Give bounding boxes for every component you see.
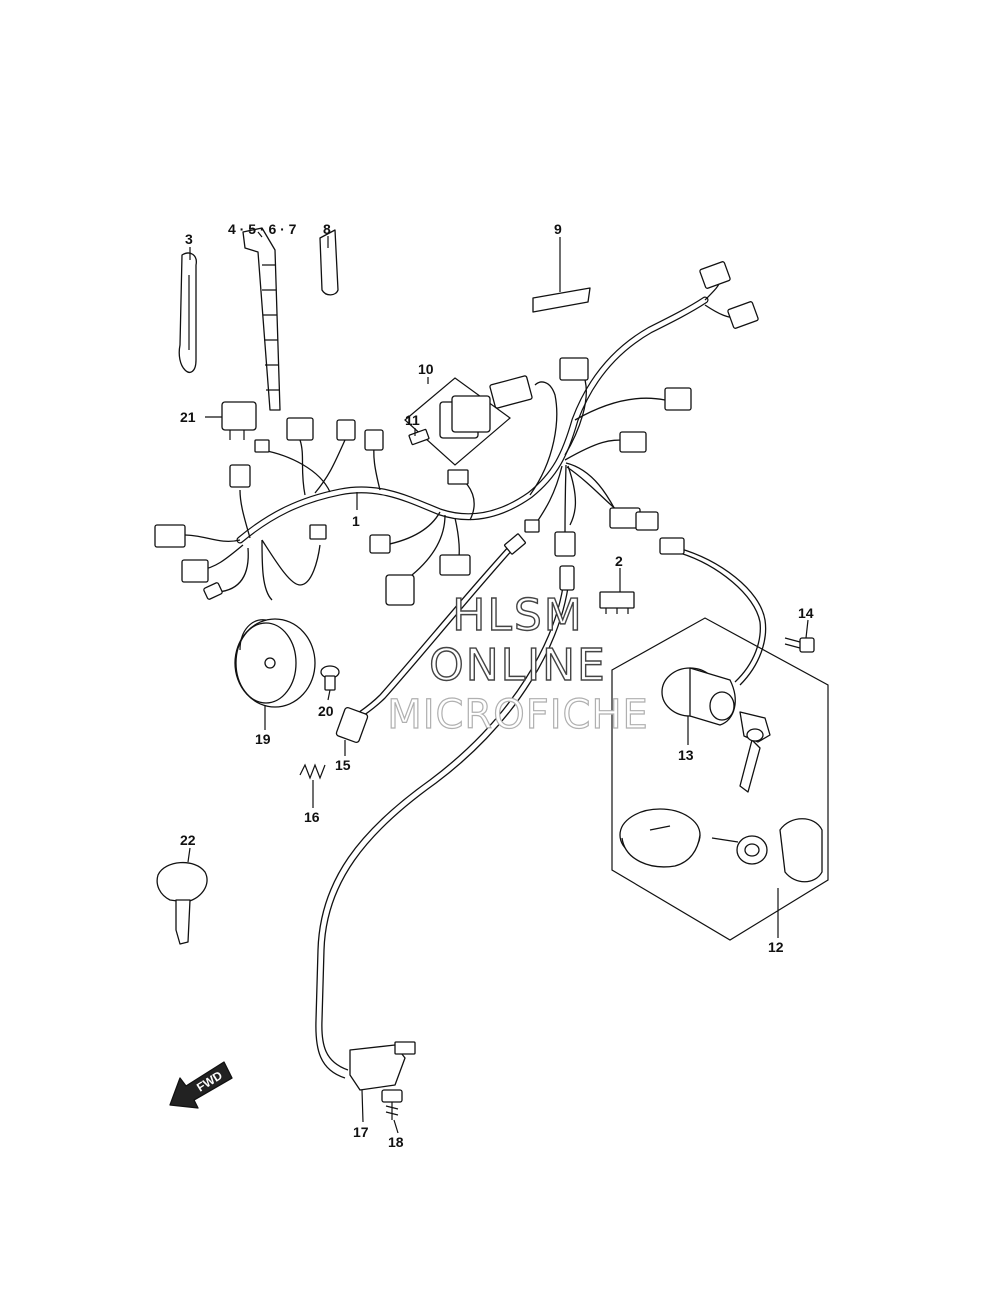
switch-cable: [315, 565, 575, 1079]
part-17-switch: [349, 1041, 416, 1091]
part-14-screw: [784, 637, 815, 653]
part-22-key: [156, 861, 208, 945]
part-20-bolt: [320, 665, 340, 691]
harness-connectors: [154, 261, 759, 606]
part-16-spring: [299, 763, 326, 780]
part-3-strap: [178, 252, 197, 373]
part-19-horn: [234, 618, 316, 708]
callout-16: 16: [304, 809, 320, 825]
callout-22: 22: [180, 832, 196, 848]
callout-18: 18: [388, 1134, 404, 1150]
part-8-clamp: [319, 229, 339, 296]
part-4-7-cable-tie: [242, 227, 281, 411]
wiring-harness: [184, 279, 739, 601]
callout-21: 21: [180, 409, 196, 425]
watermark-line-1: HLSM: [452, 590, 584, 641]
callout-15: 15: [335, 757, 351, 773]
watermark: HLSM ONLINE MICROFICHE: [387, 589, 649, 738]
callout-8: 8: [323, 221, 331, 237]
callout-20: 20: [318, 703, 334, 719]
sensor-cable: [335, 533, 526, 744]
callout-14: 14: [798, 605, 814, 621]
callout-10: 10: [418, 361, 434, 377]
watermark-line-3: MICROFICHE: [387, 692, 649, 738]
callout-19: 19: [255, 731, 271, 747]
ignition-cable: [659, 537, 767, 686]
callout-11: 11: [405, 412, 420, 428]
callout-17: 17: [353, 1124, 369, 1140]
callout-12: 12: [768, 939, 784, 955]
relay-assembly: [404, 377, 511, 466]
callout-4-5-6-7: 4 · 5 · 6 · 7: [228, 221, 297, 237]
part-12-lock-set: [611, 617, 829, 941]
watermark-line-2: ONLINE: [429, 640, 607, 691]
callout-1: 1: [352, 513, 360, 529]
fwd-arrow-icon: [169, 1061, 233, 1109]
callout-3: 3: [185, 231, 193, 247]
part-21-relay: [221, 401, 257, 440]
callout-13: 13: [678, 747, 694, 763]
part-9-label: [532, 287, 591, 313]
part-18-screw: [381, 1089, 403, 1120]
callout-2: 2: [615, 553, 623, 569]
part-2-fuse: [599, 591, 635, 614]
callout-labels: 1 2 3 4 · 5 · 6 · 7 8 9 10 11 12 13 14 1…: [180, 221, 814, 1150]
leader-lines: [187, 231, 809, 1134]
callout-9: 9: [554, 221, 562, 237]
